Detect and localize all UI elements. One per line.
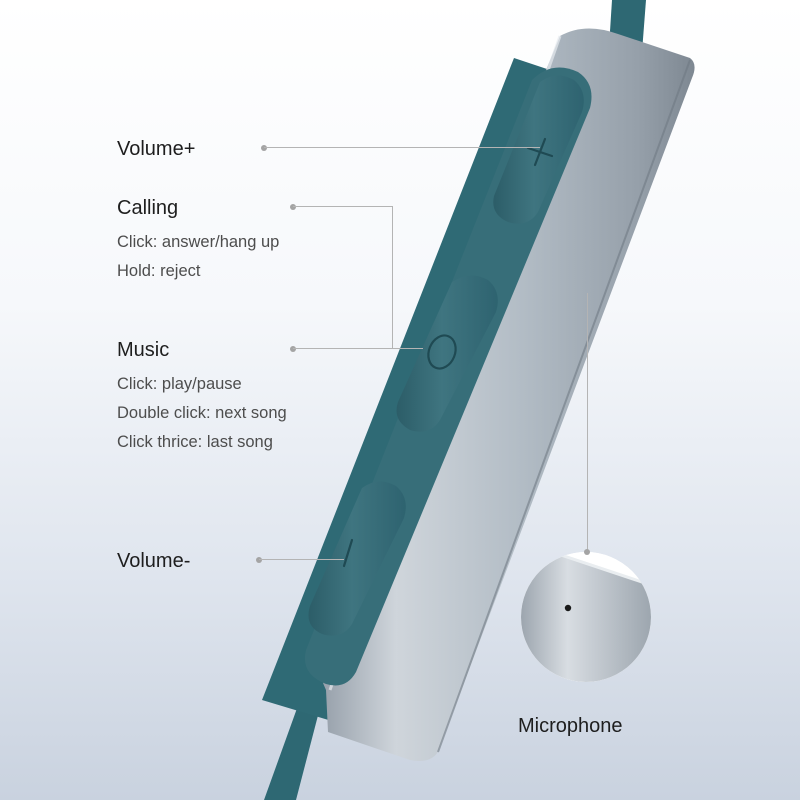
microphone-leader-line	[587, 293, 588, 551]
music-line-2: Double click: next song	[117, 404, 287, 422]
music-line-1: Click: play/pause	[117, 375, 242, 393]
volume-down-leader-line	[259, 559, 344, 560]
minus-icon	[342, 538, 354, 568]
microphone-pointer-dot	[584, 549, 590, 555]
microphone-label: Microphone	[518, 715, 623, 737]
calling-line-1: Click: answer/hang up	[117, 233, 280, 251]
volume-down-label: Volume-	[117, 550, 191, 572]
music-leader-line	[293, 348, 423, 349]
microphone-hole	[564, 604, 572, 612]
music-label: Music	[117, 339, 170, 361]
plus-icon	[526, 137, 554, 167]
volume-down-pointer-dot	[256, 557, 262, 563]
music-line-3: Click thrice: last song	[117, 433, 273, 451]
calling-pointer-dot	[290, 204, 296, 210]
cable-bottom	[264, 700, 322, 800]
volume-up-label: Volume+	[117, 138, 196, 160]
remote-metal-body	[312, 28, 695, 761]
volume-up-leader-line	[264, 147, 540, 148]
volume-down-button	[308, 481, 406, 636]
calling-leader-drop	[392, 206, 393, 349]
volume-up-button	[493, 75, 584, 224]
calling-line-2: Hold: reject	[117, 262, 201, 280]
music-call-button	[396, 275, 498, 432]
volume-up-pointer-dot	[261, 145, 267, 151]
circle-icon	[427, 334, 457, 370]
calling-label: Calling	[117, 197, 179, 219]
microphone-closeup	[521, 552, 651, 682]
calling-leader-line	[293, 206, 392, 207]
music-pointer-dot	[290, 346, 296, 352]
